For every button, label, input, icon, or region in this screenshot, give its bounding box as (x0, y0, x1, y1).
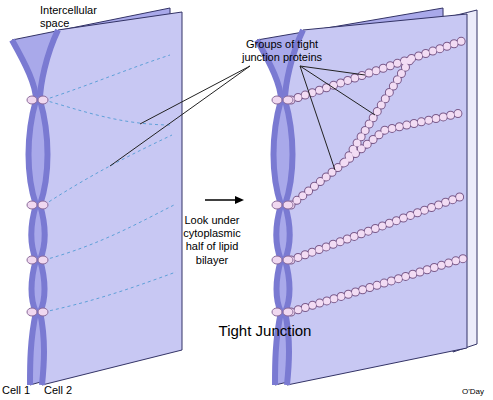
space-label: Intercellular space (40, 4, 120, 30)
author-credit: O'Day (462, 387, 484, 397)
instruction-label: Look under cytoplasmic half of lipid bil… (176, 214, 248, 267)
membrane-pair-left (12, 8, 182, 385)
figure-title: Tight Junction (170, 322, 360, 340)
protein-label: Groups of tight junction proteins (232, 38, 332, 64)
direction-arrow (205, 196, 244, 204)
leader-lines (110, 66, 375, 170)
cell-label: Cell 1 (2, 384, 30, 397)
cell-label: Cell 2 (44, 384, 72, 397)
